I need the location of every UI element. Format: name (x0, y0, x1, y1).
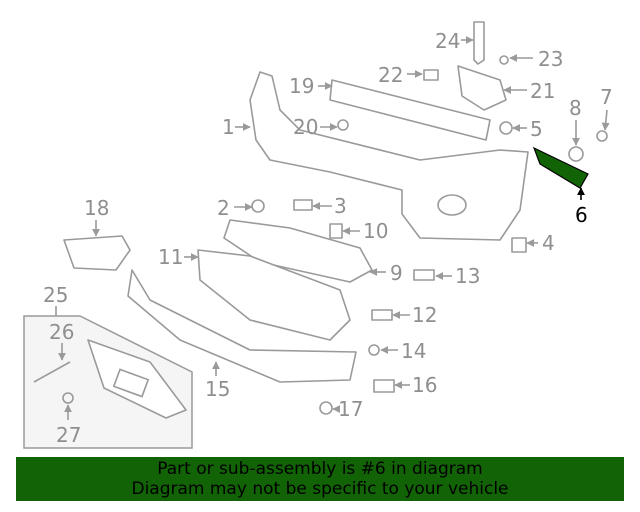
callout-2[interactable]: 2 (217, 196, 230, 220)
small-fasteners (251, 55, 608, 415)
part-15-valance (127, 269, 357, 383)
part-9-absorber (223, 219, 373, 283)
callout-27[interactable]: 27 (56, 423, 81, 447)
callout-21[interactable]: 21 (530, 79, 555, 103)
callout-3[interactable]: 3 (334, 194, 347, 218)
callout-1[interactable]: 1 (222, 115, 235, 139)
part-18-bezel (63, 235, 131, 271)
callout-8[interactable]: 8 (569, 96, 582, 120)
part-19-bar (329, 79, 491, 141)
fog-light-opening (437, 194, 467, 216)
callout-7[interactable]: 7 (600, 85, 613, 109)
part-21-bracket (457, 65, 507, 111)
callout-4[interactable]: 4 (542, 231, 555, 255)
callout-12[interactable]: 12 (412, 303, 437, 327)
callout-26[interactable]: 26 (49, 320, 74, 344)
callout-15[interactable]: 15 (205, 377, 230, 401)
callout-11[interactable]: 11 (158, 245, 183, 269)
callout-6[interactable]: 6 (575, 203, 588, 227)
part-27-screw (62, 392, 74, 404)
part-1-fascia (249, 71, 529, 241)
callout-19[interactable]: 19 (289, 74, 314, 98)
callout-5[interactable]: 5 (530, 117, 543, 141)
callout-23[interactable]: 23 (538, 47, 563, 71)
callout-10[interactable]: 10 (363, 219, 388, 243)
part-26-rivet (33, 361, 71, 383)
callout-22[interactable]: 22 (378, 63, 403, 87)
license-plate-bracket (87, 339, 187, 419)
callout-16[interactable]: 16 (412, 373, 437, 397)
callout-24[interactable]: 24 (435, 29, 460, 53)
callout-9[interactable]: 9 (390, 261, 403, 285)
callout-20[interactable]: 20 (293, 115, 318, 139)
banner-line-1: Part or sub-assembly is #6 in diagram (157, 459, 483, 479)
callout-14[interactable]: 14 (401, 339, 426, 363)
callout-13[interactable]: 13 (455, 264, 480, 288)
banner-line-2: Diagram may not be specific to your vehi… (131, 479, 509, 499)
part-11-panel (197, 249, 351, 341)
info-banner: Part or sub-assembly is #6 in diagram Di… (16, 457, 624, 501)
callout-18[interactable]: 18 (84, 196, 109, 220)
callout-17[interactable]: 17 (338, 397, 363, 421)
part-24-bracket (473, 21, 485, 65)
leader-arrows (55, 36, 610, 420)
callout-25[interactable]: 25 (43, 283, 68, 307)
